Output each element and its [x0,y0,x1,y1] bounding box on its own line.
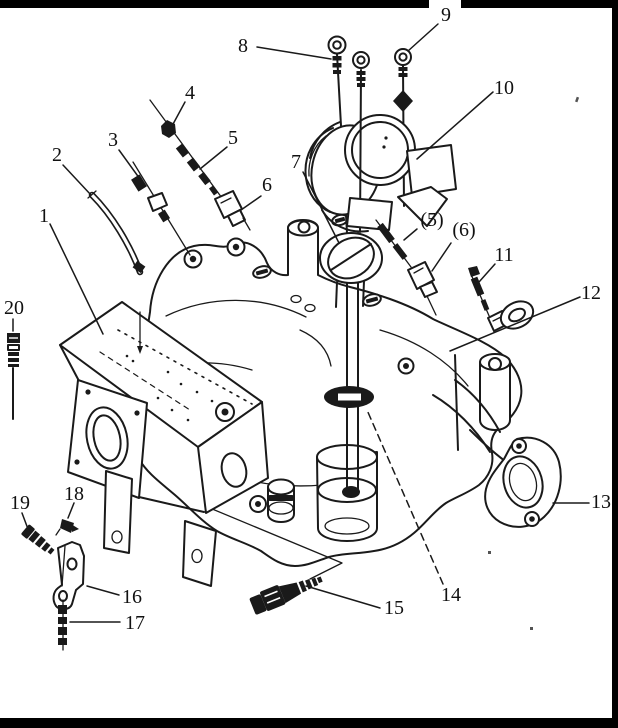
gasket-ring [324,386,374,408]
right-bar [612,0,618,728]
leader-lines [12,23,590,623]
stud-17 [58,599,67,651]
sensor-15 [249,576,323,615]
callout-10: 10 [494,77,514,99]
fitting-6 [214,190,251,231]
stud-5-right [375,219,412,268]
callout-15: 15 [384,597,404,619]
throttle-bore-ring [319,232,383,308]
stud-11 [468,266,491,319]
bolt-8 [327,35,347,74]
fitting-6-right [407,261,438,316]
callout-9: 9 [441,4,451,26]
callout-16: 16 [122,586,142,608]
bracket-16 [52,541,85,611]
right-runner-cylinder [479,353,511,431]
screw-18 [55,519,79,536]
callout-8: 8 [238,35,248,57]
scan-specks [488,96,580,630]
callout-20: 20 [4,297,24,319]
bolt-middle [352,51,370,87]
outlet-flange [484,436,562,528]
callout-14: 14 [441,584,461,606]
bolt-3 [131,161,191,256]
manifold-foot [182,520,217,587]
mount-box [59,301,269,554]
callout-1: 1 [39,205,49,227]
top-bar-left [0,0,429,8]
bolt-20 [7,333,20,420]
callout-3: 3 [108,129,118,151]
callout-2: 2 [52,144,62,166]
callout-18: 18 [64,483,84,505]
lifting-eye-12 [487,300,535,332]
callout-12: 12 [581,282,601,304]
callout-5p: (5) [420,209,443,231]
callout-7: 7 [291,151,301,173]
callout-labels: 1 2 3 4 5 6 7 8 9 10 (5) (6) 11 12 13 14… [4,4,611,634]
callout-6p: (6) [452,219,475,241]
callout-13: 13 [591,491,611,513]
lower-ringed-boss [267,478,295,523]
screw-19 [21,524,55,555]
stud-5-and-nut-4 [149,99,234,214]
callout-4: 4 [185,82,195,104]
callout-19: 19 [10,492,30,514]
callout-5: 5 [228,127,238,149]
throttle-body [304,69,457,233]
tube-2 [87,190,146,276]
callout-11: 11 [494,244,513,266]
callout-6: 6 [262,174,272,196]
bottom-bar [0,718,618,728]
top-bar-right [461,0,618,8]
callout-17: 17 [125,612,145,634]
bolt-9 [393,48,413,112]
